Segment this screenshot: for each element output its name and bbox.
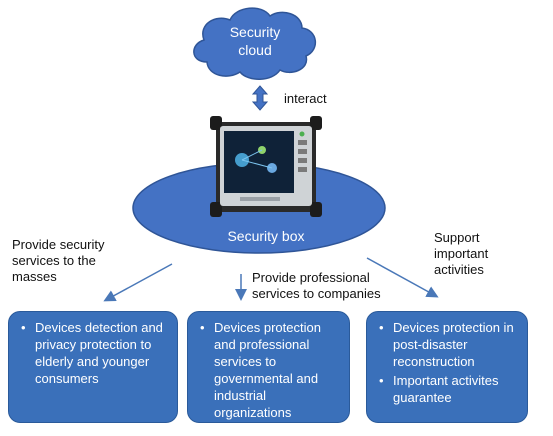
security-box-label: Security box [227,228,305,244]
panel-companies-item: Devices protection and professional serv… [200,319,341,421]
panel-activities-item-2: Important activites guarantee [379,372,519,406]
left-edge-label: Provide security services to the masses [12,237,105,284]
panel-activities-item-1: Devices protection in post-disaster reco… [379,319,519,370]
panel-activities: Devices protection in post-disaster reco… [366,311,528,423]
security-cloud-label: Security cloud [229,24,281,58]
arrow-right [366,257,439,298]
panel-companies: Devices protection and professional serv… [187,311,350,423]
right-edge-label: Support important activities [434,230,489,277]
arrow-left [103,263,173,302]
interact-label: interact [284,91,327,106]
panel-masses: Devices detection and privacy protection… [8,311,178,423]
center-edge-label: Provide professional services to compani… [252,270,381,301]
panel-masses-item: Devices detection and privacy protection… [21,319,169,387]
cloud-shape [193,7,316,80]
tablet-device-image [210,116,322,217]
interact-double-arrow [251,85,269,111]
